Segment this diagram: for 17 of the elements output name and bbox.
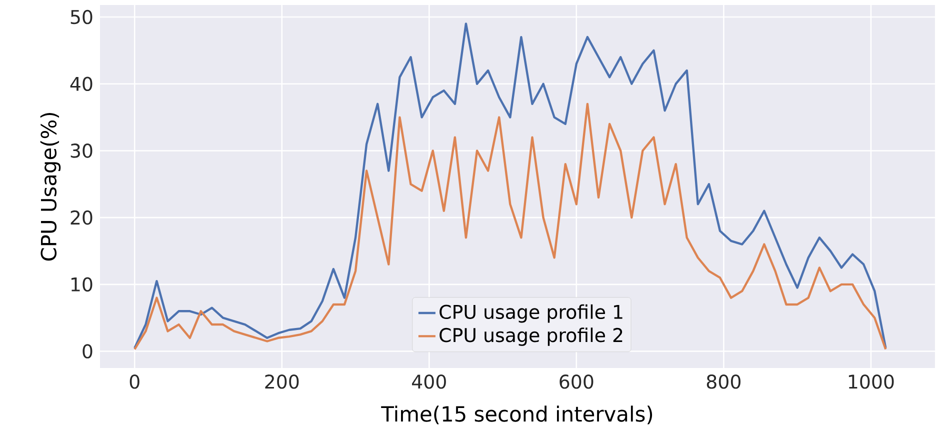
legend-label: CPU usage profile 2 xyxy=(440,328,622,346)
y-tick-label: 20 xyxy=(70,210,92,225)
y-tick-label: 10 xyxy=(71,277,92,292)
y-tick-label: 0 xyxy=(82,344,92,358)
y-tick-label: 30 xyxy=(70,144,92,158)
x-tick-label: 1000 xyxy=(848,374,894,389)
line-series xyxy=(134,22,887,350)
x-tick-label: 800 xyxy=(706,374,740,389)
x-tick-label: 400 xyxy=(412,374,446,389)
x-tick-label: 600 xyxy=(560,374,594,389)
y-tick-label: 40 xyxy=(70,76,92,92)
legend-label: CPU usage profile 1 xyxy=(440,304,622,323)
y-axis-title: CPU Usage(%) xyxy=(40,113,61,261)
x-axis-title: Time(15 second intervals) xyxy=(381,406,652,424)
x-tick-label: 200 xyxy=(265,374,299,389)
x-tick-label: 0 xyxy=(130,374,140,389)
y-tick-label: 50 xyxy=(70,10,92,24)
